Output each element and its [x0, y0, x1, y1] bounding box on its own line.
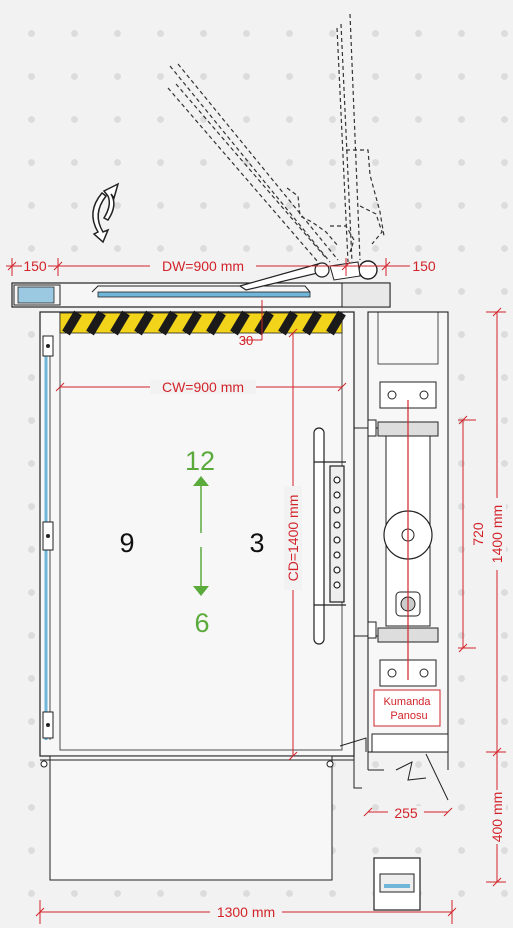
- dim-door-width: DW=900 mm: [162, 258, 244, 274]
- dim-left-offset: 150: [23, 258, 47, 274]
- control-panel-label-2: Panosu: [390, 710, 427, 722]
- arrow-up-icon: [193, 476, 209, 486]
- shaft-machine: [354, 311, 449, 801]
- cabin-glass-wall: [42, 335, 54, 740]
- control-panel: [373, 689, 441, 727]
- dim-right-offset: 150: [412, 258, 436, 274]
- door-swing-ghost: [167, 13, 385, 263]
- dim-rail-span: 720: [470, 522, 486, 546]
- call-button-panel-icon: [373, 857, 421, 911]
- dim-pit-extension: 400 mm: [489, 792, 505, 843]
- position-label-top: 12: [185, 446, 215, 476]
- handrail-icon: [313, 427, 346, 645]
- rotate-arrows-icon: [92, 182, 120, 244]
- pit-extension: [40, 737, 367, 881]
- arrow-down-icon: [193, 586, 209, 596]
- dim-cabin-depth: CD=1400 mm: [285, 495, 301, 582]
- control-panel-label-1: Kumanda: [383, 696, 431, 708]
- dim-sill-gap: 30: [239, 333, 253, 348]
- dim-total-width: 1300 mm: [217, 904, 275, 920]
- dim-cabin-width: CW=900 mm: [162, 379, 244, 395]
- direction-arrows: [193, 476, 209, 596]
- dim-counterweight: 255: [394, 805, 418, 821]
- dim-shaft-depth: 1400 mm: [489, 505, 505, 563]
- landing-door-sill: [11, 282, 391, 308]
- position-label-bottom: 6: [194, 608, 209, 638]
- position-label-left: 9: [119, 528, 134, 558]
- position-label-right: 3: [249, 528, 264, 558]
